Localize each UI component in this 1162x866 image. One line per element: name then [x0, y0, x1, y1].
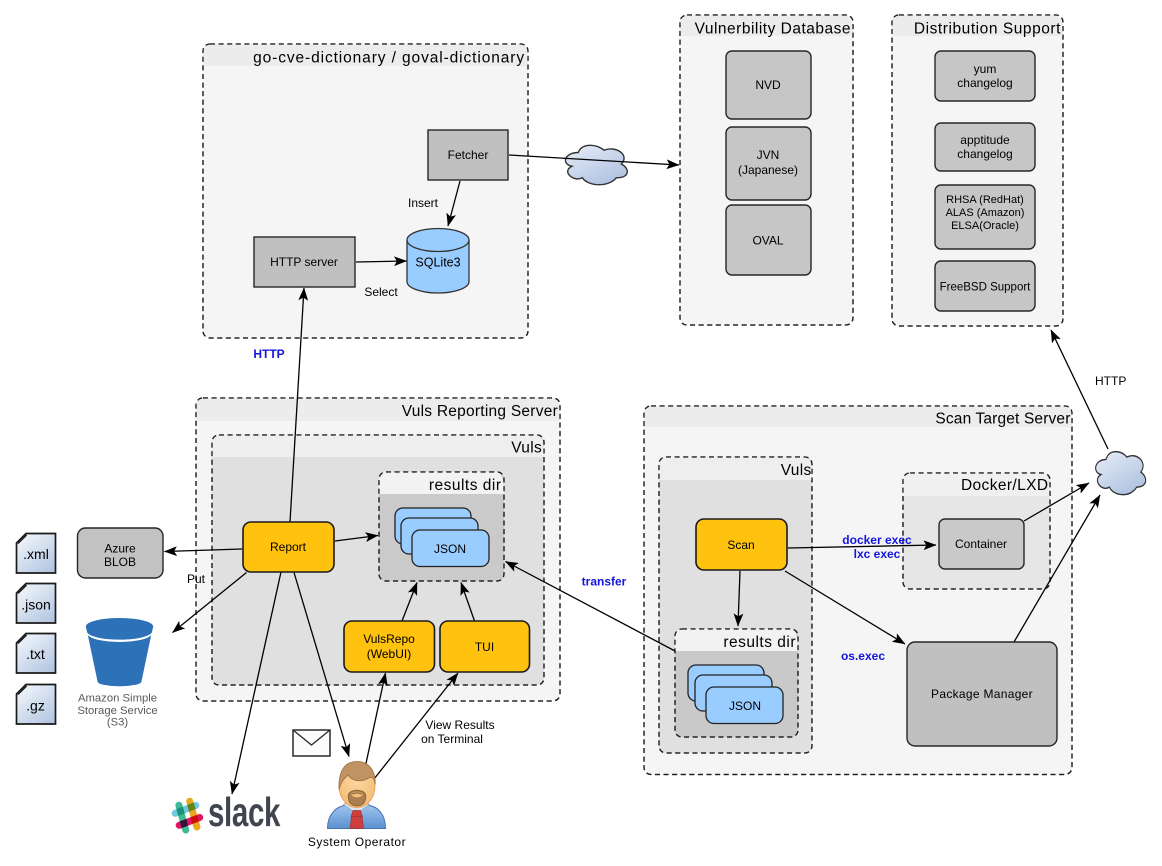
- svg-text:yum: yum: [974, 62, 997, 76]
- svg-text:Vuls: Vuls: [781, 462, 812, 479]
- svg-text:results dir: results dir: [723, 634, 796, 651]
- svg-text:changelog: changelog: [957, 76, 1012, 90]
- svg-text:Package Manager: Package Manager: [931, 687, 1033, 701]
- svg-text:transfer: transfer: [582, 575, 627, 589]
- svg-text:ALAS (Amazon): ALAS (Amazon): [946, 207, 1025, 219]
- svg-text:on Terminal: on Terminal: [421, 732, 483, 746]
- svg-text:VulsRepo: VulsRepo: [363, 632, 415, 646]
- svg-text:Scan Target Server: Scan Target Server: [935, 411, 1070, 428]
- svg-text:apptitude: apptitude: [960, 133, 1010, 147]
- svg-text:JSON: JSON: [729, 699, 761, 713]
- svg-text:HTTP: HTTP: [253, 347, 284, 361]
- svg-text:HTTP: HTTP: [1095, 374, 1126, 388]
- svg-text:docker exec: docker exec: [842, 533, 912, 547]
- svg-text:JSON: JSON: [434, 542, 466, 556]
- svg-text:Put: Put: [187, 572, 206, 586]
- svg-text:.txt: .txt: [26, 646, 45, 662]
- svg-text:RHSA (RedHat): RHSA (RedHat): [946, 194, 1024, 206]
- svg-text:Vuls Reporting Server: Vuls Reporting Server: [402, 403, 558, 420]
- svg-text:Storage Service: Storage Service: [77, 705, 157, 717]
- svg-text:Fetcher: Fetcher: [448, 148, 489, 162]
- svg-text:Container: Container: [955, 537, 1007, 551]
- svg-text:(S3): (S3): [107, 717, 129, 729]
- svg-text:System Operator: System Operator: [308, 835, 406, 849]
- svg-text:OVAL: OVAL: [752, 234, 783, 248]
- svg-text:Vuls: Vuls: [511, 440, 542, 457]
- svg-text:.xml: .xml: [23, 546, 49, 562]
- svg-text:Azure: Azure: [104, 542, 136, 556]
- svg-text:SQLite3: SQLite3: [415, 256, 460, 270]
- svg-text:slack: slack: [208, 789, 281, 835]
- svg-text:results dir: results dir: [429, 477, 502, 494]
- svg-text:go-cve-dictionary / goval-dict: go-cve-dictionary / goval-dictionary: [253, 50, 525, 67]
- svg-text:(Japanese): (Japanese): [738, 163, 798, 177]
- svg-text:Report: Report: [270, 540, 307, 554]
- svg-text:JVN: JVN: [757, 148, 780, 162]
- svg-text:Select: Select: [364, 285, 398, 299]
- svg-text:.json: .json: [21, 597, 51, 613]
- svg-text:Insert: Insert: [408, 196, 439, 210]
- svg-text:changelog: changelog: [957, 147, 1012, 161]
- svg-text:BLOB: BLOB: [104, 555, 136, 569]
- svg-text:Docker/LXD: Docker/LXD: [961, 477, 1049, 494]
- svg-text:HTTP server: HTTP server: [270, 255, 338, 269]
- svg-text:Amazon Simple: Amazon Simple: [78, 693, 157, 705]
- svg-text:os.exec: os.exec: [841, 649, 885, 663]
- svg-text:View Results: View Results: [425, 718, 494, 732]
- svg-text:FreeBSD Support: FreeBSD Support: [940, 282, 1032, 294]
- svg-text:lxc exec: lxc exec: [854, 547, 901, 561]
- svg-text:TUI: TUI: [475, 640, 494, 654]
- svg-text:NVD: NVD: [755, 78, 781, 92]
- svg-text:.gz: .gz: [26, 698, 45, 714]
- svg-text:ELSA(Oracle): ELSA(Oracle): [951, 220, 1019, 232]
- svg-text:(WebUI): (WebUI): [367, 647, 411, 661]
- svg-text:Scan: Scan: [727, 538, 754, 552]
- svg-text:Distribution Support: Distribution Support: [914, 21, 1061, 38]
- svg-text:Vulnerbility Database: Vulnerbility Database: [695, 21, 851, 38]
